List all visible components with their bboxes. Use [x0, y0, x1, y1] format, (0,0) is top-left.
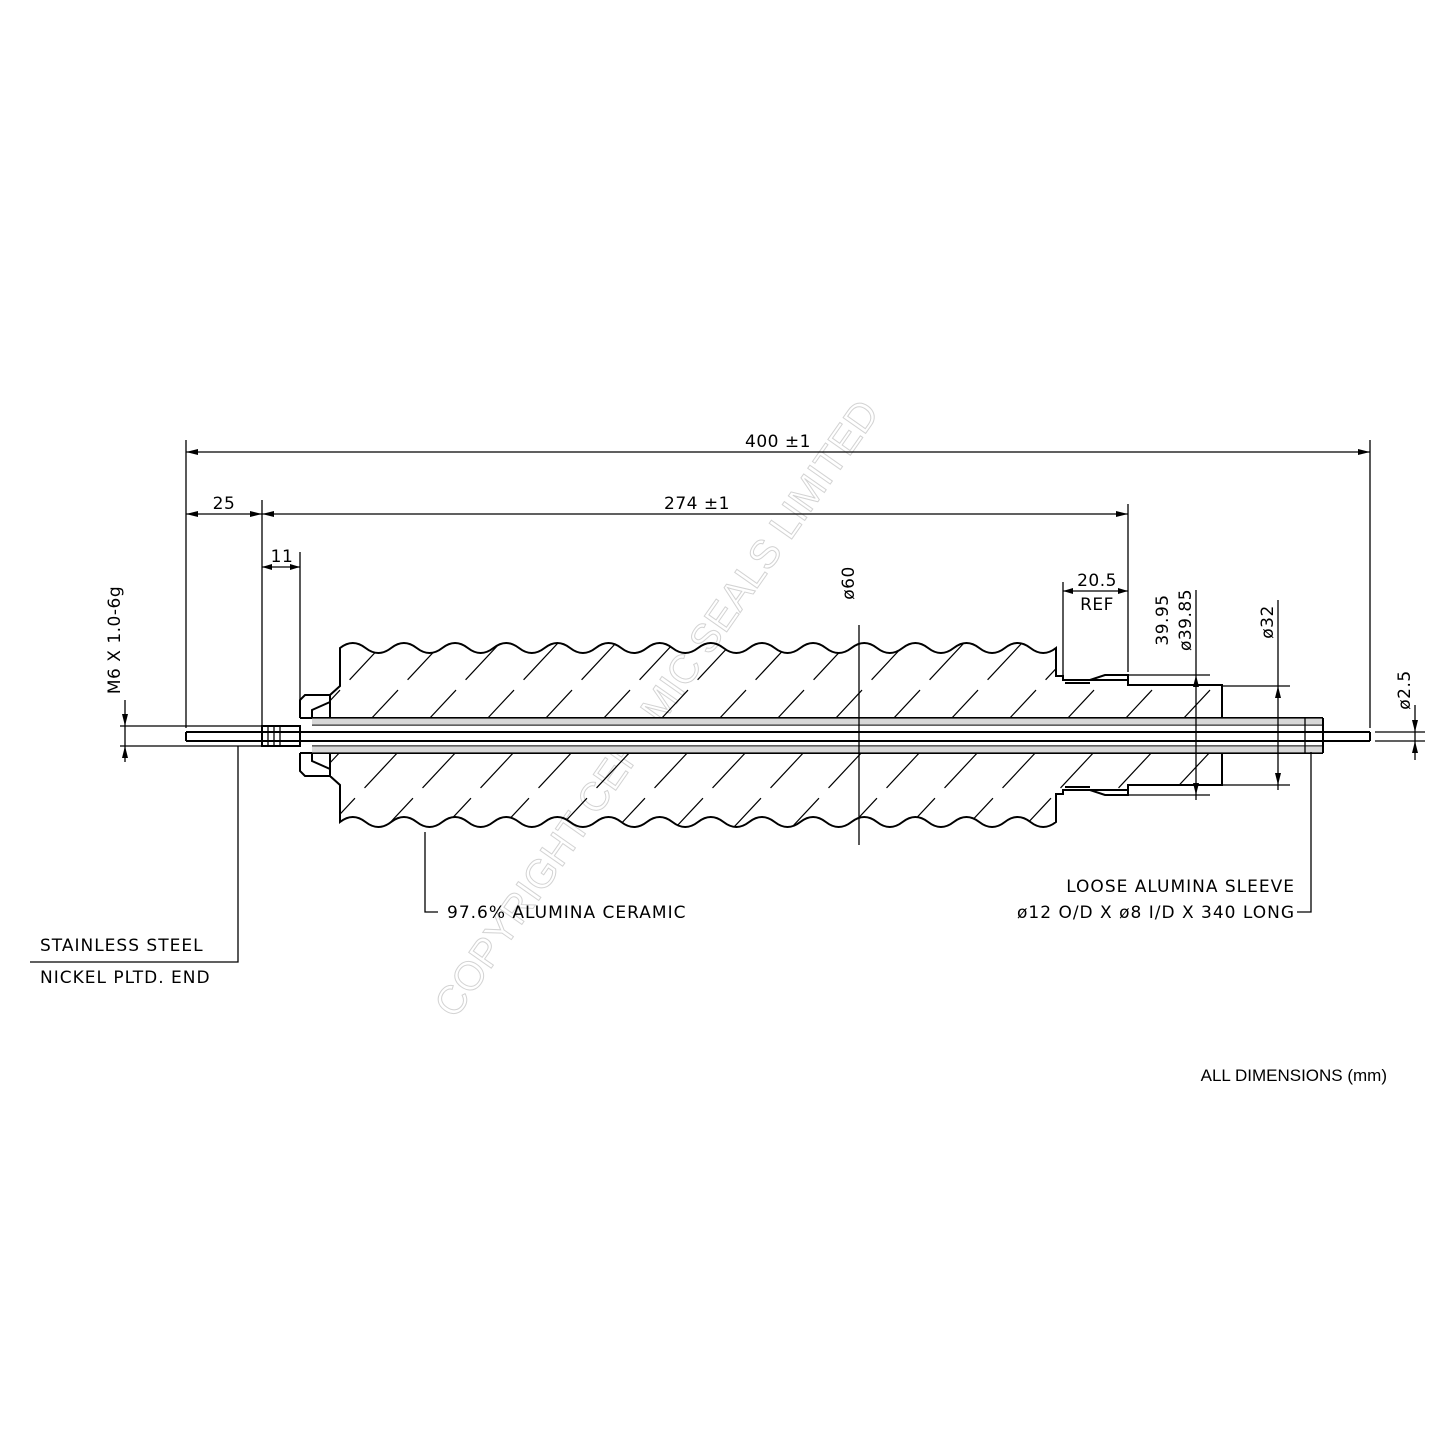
hatch-line — [487, 643, 689, 827]
hatch-line — [429, 643, 631, 827]
hatch-line — [371, 643, 573, 827]
dimension-lines — [120, 440, 1425, 800]
label-ceramic-material: 97.6% ALUMINA CERAMIC — [447, 903, 686, 923]
dim-step-length: 20.5 — [1077, 571, 1117, 591]
dim-step-ref: REF — [1080, 595, 1114, 615]
hatch-line — [330, 643, 457, 827]
units-note: ALL DIMENSIONS (mm) — [1201, 1066, 1387, 1085]
label-sleeve-spec: ø12 O/D X ø8 I/D X 340 LONG — [1017, 903, 1295, 923]
hatch-line — [719, 643, 921, 827]
hatch-line — [1416, 628, 1445, 842]
dim-thread-engagement: 11 — [271, 547, 294, 567]
dim-ceramic-diameter: ø60 — [839, 566, 859, 600]
dim-flange-dia-max: 39.95 — [1153, 594, 1173, 645]
center-rod — [185, 731, 1371, 742]
hatch-line — [835, 643, 1037, 827]
hatch-line — [1358, 628, 1445, 842]
hatch-line — [603, 643, 805, 827]
label-sleeve-title: LOOSE ALUMINA SLEEVE — [1066, 877, 1295, 897]
hatch-line — [330, 643, 399, 827]
dim-end-length: 25 — [213, 494, 236, 514]
hatch-line — [661, 643, 863, 827]
dim-flange-dia-min: ø39.85 — [1176, 589, 1196, 651]
dim-spigot-diameter: ø32 — [1258, 605, 1278, 639]
label-steel-finish: NICKEL PLTD. END — [40, 968, 211, 988]
dim-overall-length: 400 ±1 — [745, 432, 811, 452]
dim-ceramic-length: 274 ±1 — [664, 494, 730, 514]
dim-thread-spec: M6 X 1.0-6g — [105, 586, 125, 694]
hatch-line — [777, 643, 979, 827]
hatch-line — [330, 643, 515, 827]
label-steel-material: STAINLESS STEEL — [40, 936, 204, 956]
dim-rod-diameter: ø2.5 — [1395, 670, 1415, 709]
copyright-watermark: COPYRIGHT CERAMIC SEALS LIMITED — [426, 392, 887, 1025]
hatch-line — [545, 643, 747, 827]
leader-lines — [30, 746, 1312, 963]
alumina-sleeve — [308, 717, 1324, 754]
